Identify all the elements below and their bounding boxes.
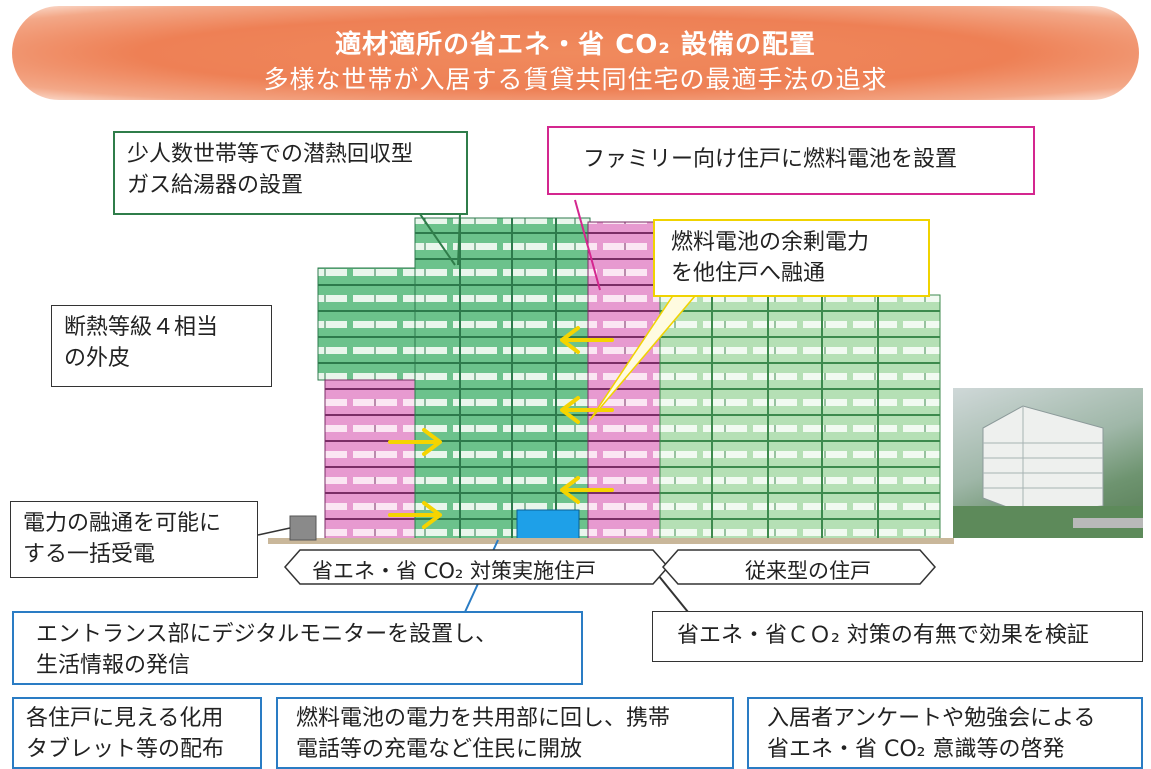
leader-bulk-power <box>257 527 291 536</box>
callout-text: エントランス部にデジタルモニターを設置し、 <box>36 622 498 647</box>
callout-insulation: 断熱等級４相当 の外皮 <box>51 305 272 387</box>
unit-block-conventional <box>659 294 941 541</box>
leader-fuel-cell <box>574 199 601 291</box>
callout-text: 燃料電池の余剰電力 <box>671 230 870 255</box>
callout-surplus-power: 燃料電池の余剰電力 を他住戸へ融通 <box>653 219 930 297</box>
callout-entrance-monitor: エントランス部にデジタルモニターを設置し、 生活情報の発信 <box>12 611 583 685</box>
leader-latent-heat <box>419 213 456 266</box>
callout-text: タブレット等の配布 <box>26 737 225 762</box>
callout-common-area-power: 燃料電池の電力を共用部に回し、携帯 電話等の充電など住民に開放 <box>276 697 734 769</box>
callout-text: 入居者アンケートや勉強会による <box>767 706 1096 731</box>
flow-arrow-icon <box>388 326 614 529</box>
callout-text: 少人数世帯等での潜熱回収型 <box>127 142 414 167</box>
unit-block-green-upper <box>317 267 419 381</box>
leader-verification <box>657 574 689 613</box>
callout-text: 生活情報の発信 <box>36 653 191 678</box>
callout-bulk-power: 電力の融通を可能に する一括受電 <box>10 501 258 578</box>
callout-text: 断熱等級４相当 <box>64 315 219 340</box>
power-receiver-box-icon <box>289 515 317 541</box>
ground-line <box>268 538 954 544</box>
callout-text: の外皮 <box>64 346 131 371</box>
leader-latent-heat-2 <box>457 213 461 266</box>
callout-resident-awareness: 入居者アンケートや勉強会による 省エネ・省 CO₂ 意識等の啓発 <box>747 697 1143 769</box>
banner-title: 適材適所の省エネ・省 CO₂ 設備の配置 <box>335 30 816 60</box>
callout-text: 省エネ・省ＣＯ₂ 対策の有無で効果を検証 <box>677 623 1089 648</box>
banner-subtitle: 多様な世帯が入居する賃貸共同住宅の最適手法の追求 <box>263 65 888 94</box>
callout-fuel-cell-family: ファミリー向け住戸に燃料電池を設置 <box>547 126 1035 195</box>
measures-units-label: 省エネ・省 CO₂ 対策実施住戸 <box>312 559 596 583</box>
title-banner: 適材適所の省エネ・省 CO₂ 設備の配置 多様な世帯が入居する賃貸共同住宅の最適… <box>12 6 1139 100</box>
callout-text: 燃料電池の電力を共用部に回し、携帯 <box>296 706 671 731</box>
callout-text: 各住戸に見える化用 <box>26 706 224 731</box>
callout-verification: 省エネ・省ＣＯ₂ 対策の有無で効果を検証 <box>652 611 1143 662</box>
callout-text: 電話等の充電など住民に開放 <box>296 737 583 762</box>
callout-text: 電力の融通を可能に <box>23 511 222 536</box>
callout-text: を他住戸へ融通 <box>671 261 826 286</box>
entrance-area <box>516 509 580 541</box>
building-photo <box>953 388 1143 538</box>
callout-latent-heat-water-heater: 少人数世帯等での潜熱回収型 ガス給湯器の設置 <box>113 131 468 215</box>
unit-block-pink-tower <box>587 221 661 541</box>
callout-text: ガス給湯器の設置 <box>127 173 304 198</box>
callout-text: 省エネ・省 CO₂ 意識等の啓発 <box>767 737 1065 762</box>
conventional-units-label: 従来型の住戸 <box>745 559 871 583</box>
callout-text: ファミリー向け住戸に燃料電池を設置 <box>583 147 958 172</box>
callout-tablet-distribution: 各住戸に見える化用 タブレット等の配布 <box>12 697 262 769</box>
conventional-units-banner <box>661 549 937 585</box>
callout-text: する一括受電 <box>23 542 156 567</box>
